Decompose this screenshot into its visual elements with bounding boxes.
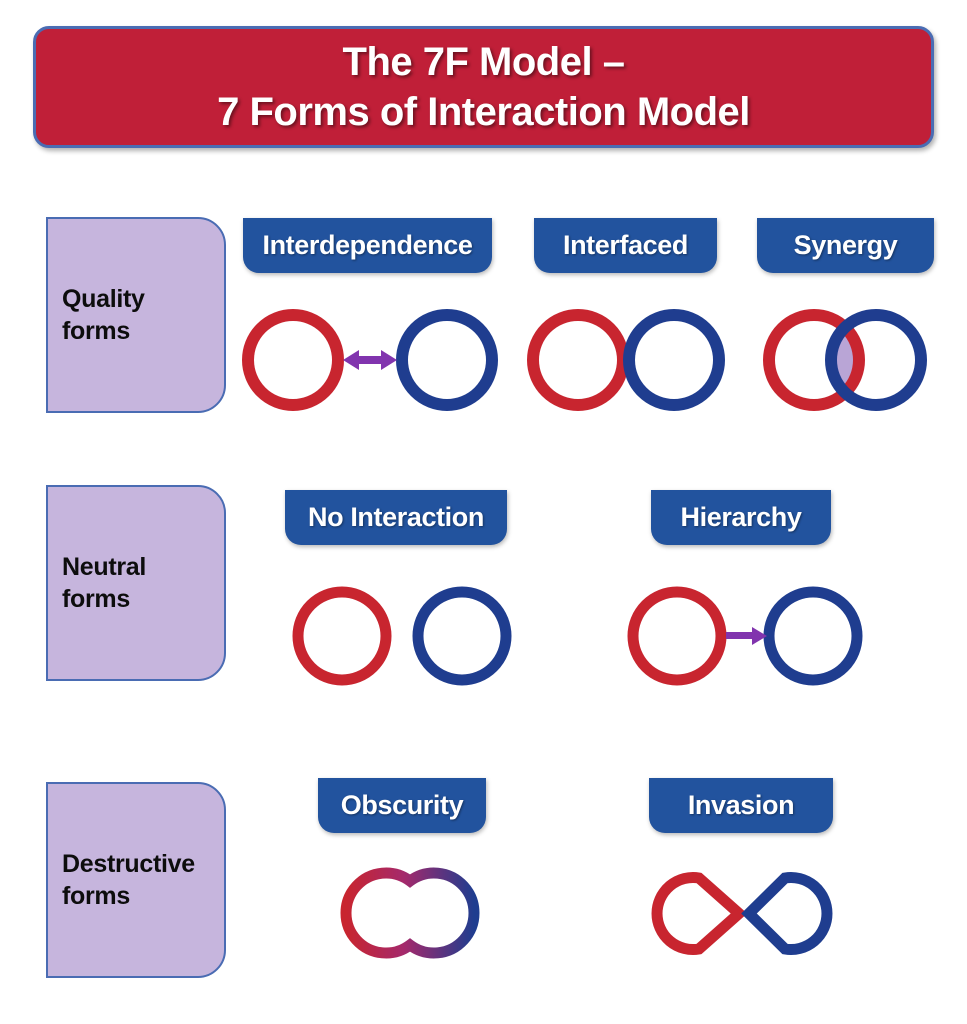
label-pill-text: No Interaction xyxy=(308,502,484,532)
red-circle xyxy=(527,309,629,411)
label-pill-hierarchy: Hierarchy xyxy=(651,490,831,545)
category-label-line-1: Destructive xyxy=(62,850,195,878)
hierarchy-svg xyxy=(627,586,863,686)
category-label-line-1: Quality xyxy=(62,285,145,313)
red-circle xyxy=(292,586,392,686)
label-pill-synergy: Synergy xyxy=(757,218,934,273)
two-circles-single-arrow-icon xyxy=(625,576,865,701)
label-pill-text: Interdependence xyxy=(262,230,473,260)
label-pill-interdependence: Interdependence xyxy=(243,218,492,273)
red-circle xyxy=(242,309,344,411)
label-pill-interfaced: Interfaced xyxy=(534,218,717,273)
wedge-into-notched-circle-icon xyxy=(643,856,843,976)
red-circle xyxy=(627,586,727,686)
label-pill-no-interaction: No Interaction xyxy=(285,490,507,545)
category-label-quality-forms: Quality forms xyxy=(62,283,145,347)
category-box-neutral-forms: Neutral forms xyxy=(46,485,226,681)
no-interaction-svg xyxy=(292,586,512,686)
label-pill-text: Invasion xyxy=(687,790,795,820)
category-label-destructive-forms: Destructive forms xyxy=(62,848,195,912)
label-pill-invasion: Invasion xyxy=(649,778,833,833)
blue-circle xyxy=(623,309,725,411)
two-overlapping-circles-icon xyxy=(752,296,952,429)
category-label-line-2: forms xyxy=(62,882,130,910)
blue-notched-circle xyxy=(741,872,833,955)
label-pill-text: Interfaced xyxy=(562,230,689,260)
two-tangent-circles-icon xyxy=(525,300,725,425)
two-separate-circles-icon xyxy=(290,576,520,701)
label-pill-text: Obscurity xyxy=(340,790,464,820)
red-wedge-shape xyxy=(651,872,748,955)
page-title-banner: The 7F Model – 7 Forms of Interaction Mo… xyxy=(33,26,934,148)
synergy-svg xyxy=(763,309,927,411)
label-pill-text: Synergy xyxy=(793,230,898,260)
double-arrow xyxy=(343,350,397,370)
page-title-line-2: 7 Forms of Interaction Model xyxy=(217,90,750,134)
label-pill-obscurity: Obscurity xyxy=(318,778,486,833)
category-label-neutral-forms: Neutral forms xyxy=(62,551,146,615)
peanut-outline xyxy=(340,867,480,959)
blue-circle xyxy=(396,309,498,411)
two-circles-double-arrow-icon xyxy=(240,300,500,425)
interfaced-svg xyxy=(527,309,725,411)
category-label-line-2: forms xyxy=(62,317,130,345)
interdependence-svg xyxy=(242,309,498,411)
category-label-line-1: Neutral xyxy=(62,553,147,581)
blue-circle xyxy=(412,586,512,686)
single-arrow xyxy=(726,627,767,645)
category-box-destructive-forms: Destructive forms xyxy=(46,782,226,978)
invasion-svg xyxy=(651,872,833,955)
category-label-line-2: forms xyxy=(62,585,130,613)
category-box-quality-forms: Quality forms xyxy=(46,217,226,413)
blue-circle xyxy=(763,586,863,686)
page-title-line-1: The 7F Model – xyxy=(342,40,625,84)
label-pill-text: Hierarchy xyxy=(680,502,802,532)
blue-circle xyxy=(825,309,927,411)
merged-peanut-circles-icon xyxy=(320,858,500,973)
obscurity-svg xyxy=(340,867,480,959)
red-circle xyxy=(763,309,865,411)
